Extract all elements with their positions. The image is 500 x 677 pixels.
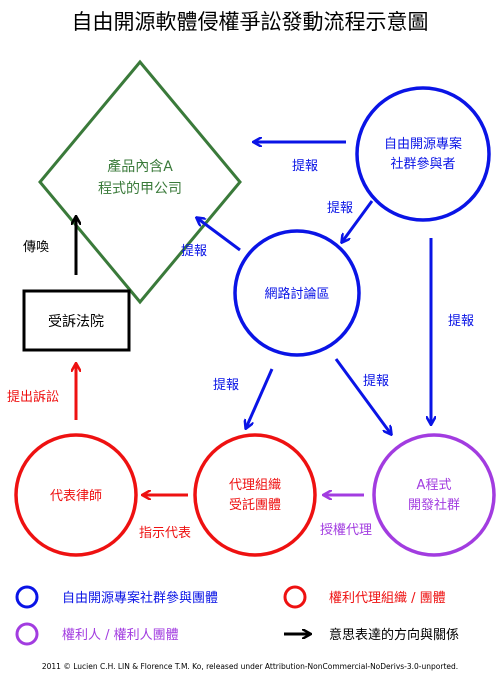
forum-label: 網路討論區 [264, 286, 329, 302]
legend-red-circle [283, 585, 307, 609]
forum-node: 網路討論區 [233, 229, 361, 357]
legend-blue-circle [15, 585, 39, 609]
court-node: 受訴法院 [22, 289, 131, 352]
edge-label-report-6: 提報 [363, 373, 389, 389]
community-label-line2: 社群參與者 [390, 156, 455, 172]
edge-label-report-5: 提報 [213, 377, 239, 393]
arrow-community-to-forum [342, 200, 374, 242]
agent-label-line2: 受託團體 [229, 497, 281, 513]
company-node: 產品內含A 程式的甲公司 [38, 59, 242, 305]
community-label-line1: 自由開源專案 [384, 137, 462, 152]
legend-purple-circle [15, 622, 39, 646]
lawyer-label: 代表律師 [50, 489, 102, 504]
arrow-forum-to-company [197, 218, 241, 252]
court-label: 受訴法院 [48, 314, 104, 330]
edge-label-authorize: 授權代理 [320, 523, 372, 538]
legend-rights-holders: 權利人 / 權利人團體 [62, 628, 179, 643]
agent-node: 代理組織 受託團體 [193, 433, 317, 557]
legend-rights-orgs: 權利代理組織 / 團體 [329, 591, 446, 606]
developer-label-line2: 開發社群 [408, 497, 460, 513]
legend: 自由開源專案社群參與團體 權利代理組織 / 團體 權利人 / 權利人團體 意思表… [15, 585, 459, 646]
arrow-forum-to-developer [334, 358, 391, 434]
diagram-title: 自由開源軟體侵權爭訟發動流程示意圖 [71, 10, 429, 34]
company-label-line2: 程式的甲公司 [98, 181, 182, 197]
lawyer-node: 代表律師 [14, 433, 138, 557]
edge-label-report-1: 提報 [292, 158, 318, 174]
company-label-line1: 產品內含A [107, 158, 173, 175]
agent-label-line1: 代理組織 [229, 478, 281, 493]
edge-label-report-2: 提報 [327, 200, 353, 216]
developer-node: A程式 開發社群 [372, 433, 496, 557]
edge-label-report-3: 提報 [181, 243, 207, 259]
edge-label-report-4: 提報 [448, 313, 474, 329]
edge-label-summon: 傳喚 [23, 240, 49, 255]
legend-arrow-meaning: 意思表達的方向與關係 [329, 627, 459, 643]
edge-label-file-suit: 提出訴訟 [7, 389, 59, 405]
edge-label-instruct: 指示代表 [139, 526, 191, 541]
legend-community-groups: 自由開源專案社群參與團體 [62, 590, 218, 606]
arrow-forum-to-agent [246, 368, 274, 428]
credit-line: 2011 © Lucien C.H. LIN & Florence T.M. K… [41, 662, 459, 671]
developer-label-line1: A程式 [417, 478, 452, 493]
community-node: 自由開源專案 社群參與者 [355, 86, 491, 222]
